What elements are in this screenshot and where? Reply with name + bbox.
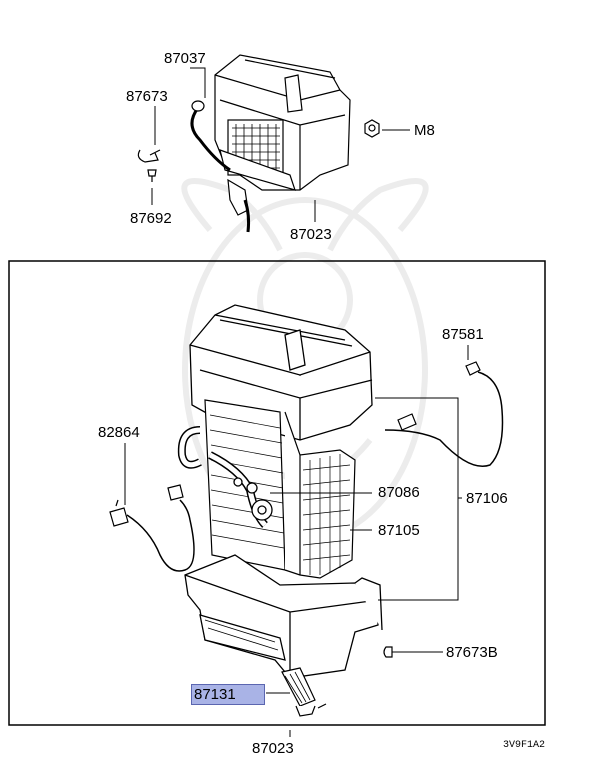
diagram-code: 3V9F1A2 (503, 740, 546, 751)
label-87673: 87673 (126, 88, 168, 105)
leader-lines-lower (124, 345, 469, 737)
resistor-87131 (281, 667, 327, 717)
label-87037: 87037 (164, 50, 206, 67)
label-87023-upper: 87023 (290, 226, 332, 243)
label-87673B: 87673B (446, 644, 498, 661)
harness-82864 (109, 484, 195, 572)
lower-case (184, 554, 383, 679)
label-87692: 87692 (130, 210, 172, 227)
label-87086: 87086 (378, 484, 420, 501)
label-82864: 82864 (98, 424, 140, 441)
upper-heater-unit (190, 54, 351, 233)
clip-87673B (383, 646, 393, 658)
label-87581: 87581 (442, 326, 484, 343)
label-87023-lower: 87023 (252, 740, 294, 757)
assembly-frame (8, 260, 546, 726)
leader-lines-upper (151, 67, 410, 222)
label-87106: 87106 (466, 490, 508, 507)
refrigerant-pipes (177, 426, 273, 528)
screw-87692 (147, 169, 157, 182)
nut-m8 (364, 119, 380, 138)
harness-87581 (384, 361, 504, 467)
clip-87673-upper (137, 149, 161, 163)
label-87105: 87105 (378, 522, 420, 539)
label-m8: M8 (414, 122, 435, 139)
label-87131-highlighted[interactable]: 87131 (191, 684, 265, 705)
